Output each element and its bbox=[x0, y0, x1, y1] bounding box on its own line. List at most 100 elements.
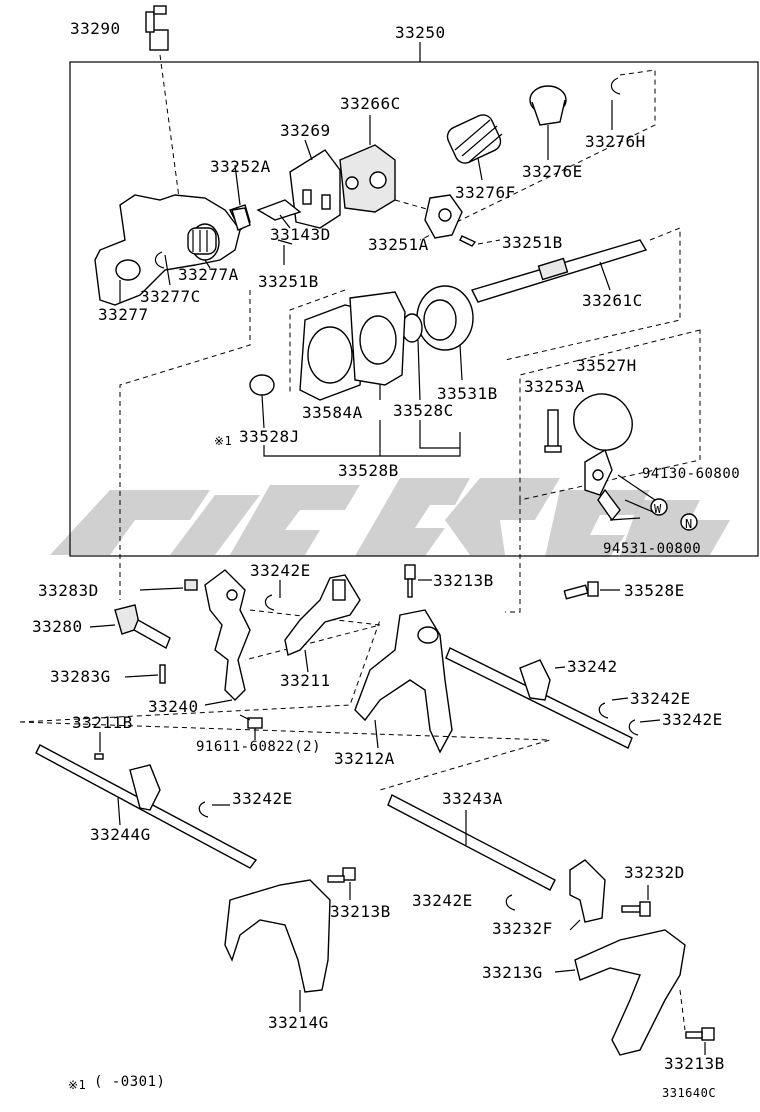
figure-id: 331640C bbox=[662, 1086, 717, 1100]
part-33242e-clip-1 bbox=[264, 594, 275, 611]
label-33243a: 33243A bbox=[442, 789, 503, 808]
label-33266c: 33266C bbox=[340, 94, 401, 113]
part-33211b-ball bbox=[94, 753, 104, 760]
label-33211: 33211 bbox=[280, 671, 331, 690]
part-33277a-spring bbox=[187, 227, 217, 255]
label-33261c: 33261C bbox=[582, 291, 643, 310]
label-33528b: 33528B bbox=[338, 461, 399, 480]
part-33276e-collar bbox=[529, 85, 567, 126]
part-33242e-clip-2 bbox=[598, 702, 609, 719]
label-33527h: 33527H bbox=[576, 356, 637, 375]
part-33527h-lever bbox=[584, 448, 621, 522]
label-33528c: 33528C bbox=[393, 401, 454, 420]
footnote-text: ( -0301) bbox=[94, 1074, 166, 1090]
label-33276h: 33276H bbox=[585, 132, 646, 151]
part-33290-switch bbox=[145, 5, 169, 51]
part-33269-plate bbox=[289, 149, 341, 229]
footnote-mark: ※1 bbox=[68, 1078, 87, 1092]
part-33242-rod bbox=[445, 647, 633, 749]
part-33531b-cover bbox=[416, 285, 474, 351]
part-33527h-knob bbox=[573, 393, 633, 451]
badge-n-circle bbox=[680, 513, 698, 531]
part-33240-link bbox=[204, 569, 251, 701]
label-33242: 33242 bbox=[567, 657, 618, 676]
label-33528e: 33528E bbox=[624, 581, 685, 600]
label-33251b-upper: 33251B bbox=[502, 233, 563, 252]
label-94531-00800: 94531-00800 bbox=[603, 541, 702, 557]
label-91611-60822: 91611-60822(2) bbox=[196, 739, 322, 755]
part-33252a bbox=[231, 207, 251, 231]
part-33528e-bolt bbox=[563, 581, 599, 600]
label-33213g: 33213G bbox=[482, 963, 543, 982]
part-33277c-ring bbox=[154, 251, 165, 269]
label-33531b: 33531B bbox=[437, 384, 498, 403]
badge-n: N bbox=[685, 517, 693, 531]
badge-w-circle bbox=[650, 498, 668, 516]
part-33528j-bushing bbox=[249, 374, 275, 429]
label-33528j: 33528J bbox=[239, 427, 300, 446]
label-33242e-mid: 33242E bbox=[232, 789, 293, 808]
part-33251a-lever bbox=[424, 194, 463, 239]
label-33213b-top: 33213B bbox=[433, 571, 494, 590]
label-33143d: 33143D bbox=[270, 225, 331, 244]
label-33244g: 33244G bbox=[90, 825, 151, 844]
part-33242e-clip-3 bbox=[628, 719, 639, 736]
part-33266c-block bbox=[339, 144, 396, 213]
label-33211b: 33211B bbox=[72, 713, 133, 732]
part-91611-bolt bbox=[239, 714, 263, 729]
label-33283g: 33283G bbox=[50, 667, 111, 686]
watermark-logo bbox=[50, 478, 730, 557]
label-33290: 33290 bbox=[70, 19, 121, 38]
label-33280: 33280 bbox=[32, 617, 83, 636]
label-33242e-right-lower: 33242E bbox=[662, 710, 723, 729]
label-33277: 33277 bbox=[98, 305, 149, 324]
label-33232d: 33232D bbox=[624, 863, 685, 882]
label-33283d: 33283D bbox=[38, 581, 99, 600]
part-33584a-flange bbox=[299, 291, 406, 401]
part-33261c-shaft bbox=[471, 239, 648, 303]
part-33276h-ring bbox=[610, 77, 621, 95]
part-33143d-clip bbox=[256, 199, 302, 221]
label-33213b-bottom: 33213B bbox=[664, 1054, 725, 1073]
part-33232f-block bbox=[569, 859, 606, 923]
label-33276e: 33276E bbox=[522, 162, 583, 181]
label-33252a: 33252A bbox=[210, 157, 271, 176]
part-33242e-clip-4 bbox=[198, 801, 209, 818]
label-33240: 33240 bbox=[148, 697, 199, 716]
label-33277c: 33277C bbox=[140, 287, 201, 306]
part-33213b-bolt-3 bbox=[685, 1027, 715, 1041]
label-33528j-note-mark: ※1 bbox=[214, 434, 233, 448]
part-33283g-pin bbox=[159, 664, 166, 684]
badge-w: W bbox=[654, 502, 662, 516]
label-33251a: 33251A bbox=[368, 235, 429, 254]
label-33277a: 33277A bbox=[178, 265, 239, 284]
label-33213b-mid: 33213B bbox=[330, 902, 391, 921]
label-94130-60800: 94130-60800 bbox=[642, 466, 741, 482]
part-33251b-pin bbox=[277, 239, 293, 245]
part-33212a-fork bbox=[354, 609, 453, 754]
part-33244g-rod bbox=[35, 744, 258, 869]
part-33276f-spring bbox=[446, 114, 503, 164]
part-33280-sensor bbox=[114, 604, 171, 650]
label-33214g: 33214G bbox=[268, 1013, 329, 1032]
label-33242e-top: 33242E bbox=[250, 561, 311, 580]
part-33253a-pin bbox=[544, 409, 562, 453]
label-33276f: 33276F bbox=[455, 183, 516, 202]
label-33242e-bottom: 33242E bbox=[412, 891, 473, 910]
label-33253a: 33253A bbox=[524, 377, 585, 396]
label-33212a: 33212A bbox=[334, 749, 395, 768]
label-33250: 33250 bbox=[395, 23, 446, 42]
label-33242e-right-upper: 33242E bbox=[630, 689, 691, 708]
part-33213b-bolt-1 bbox=[404, 564, 416, 598]
part-33232d-bolt bbox=[621, 901, 651, 917]
part-33214g-fork bbox=[224, 879, 331, 993]
part-33242e-clip-5 bbox=[505, 894, 516, 911]
part-33213g-fork bbox=[574, 929, 686, 1056]
part-33243a-rod bbox=[387, 794, 556, 891]
part-33283d-plug bbox=[184, 579, 198, 591]
part-33211-lever bbox=[284, 574, 361, 656]
assembly-box-33250 bbox=[69, 61, 759, 557]
label-33269: 33269 bbox=[280, 121, 331, 140]
